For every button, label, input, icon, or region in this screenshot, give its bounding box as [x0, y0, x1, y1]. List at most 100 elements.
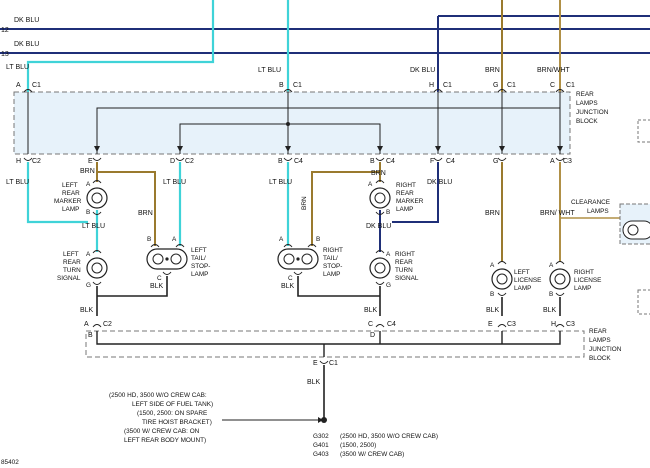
rail-13-label: DK BLU	[14, 41, 39, 48]
lower-junction-label-4: BLOCK	[589, 355, 611, 362]
lower-pin-d: D	[170, 158, 175, 165]
lower-conn-c: C	[368, 321, 373, 328]
ground-note-1: (2500 HD, 3500 W/O CREW CAB:	[109, 392, 207, 399]
right-license-l2: LICENSE	[574, 277, 601, 284]
left-turn-l4: SIGNAL	[57, 275, 81, 282]
right-license-lamp	[549, 261, 571, 296]
lower-pin-e: E	[88, 158, 93, 165]
left-tail-l1: LEFT	[191, 247, 207, 254]
lower-pin-a: A	[550, 158, 555, 165]
lower-connector-hooks	[92, 324, 565, 328]
lower-conn-c3: C3	[563, 158, 572, 165]
label-brn-left-b: BRN	[138, 210, 153, 217]
upper-junction-label-1: REAR	[576, 91, 594, 98]
wire-dkblu-right	[392, 162, 439, 223]
rail-12-label: DK BLU	[14, 17, 39, 24]
right-license-pin-b: B	[549, 291, 553, 298]
label-brn-mid: BRN	[301, 196, 308, 210]
ground-g302: G302	[313, 433, 329, 440]
left-tail-pin-c: C	[157, 275, 162, 282]
ground-note-arrow	[318, 417, 323, 423]
ground-g401-note: (1500, 2500)	[340, 442, 376, 449]
lower-conn-c4: C4	[387, 321, 396, 328]
top-wire-3-color: DK BLU	[410, 67, 435, 74]
lower-junction-block	[85, 330, 585, 358]
left-rear-marker-lamp	[86, 180, 108, 215]
label-ltblu-left-d: LT BLU	[163, 179, 186, 186]
label-ltblu-left-lower: LT BLU	[82, 223, 105, 230]
left-marker-l4: LAMP	[62, 206, 79, 213]
lower-conn-a: A	[84, 321, 89, 328]
top-wire-4-color: BRN	[485, 67, 500, 74]
rail-13-number: 13	[1, 51, 9, 58]
ground-point	[321, 417, 327, 423]
left-turn-pin-a: A	[86, 251, 91, 258]
lower-pin-b-2: B	[370, 158, 375, 165]
wire-brn-mid	[311, 162, 381, 246]
wire-ltblu-feed-a	[26, 0, 215, 92]
right-tail-l3: STOP-	[323, 263, 342, 270]
label-blk-1: BLK	[150, 283, 164, 290]
ground-note-2: LEFT SIDE OF FUEL TANK)	[132, 401, 213, 408]
left-tail-l2: TAIL/	[191, 255, 206, 262]
left-license-l1: LEFT	[514, 269, 530, 276]
ground-note-5: (3500 W/ CREW CAB: ON	[124, 428, 200, 435]
top-wire-1-color: LT BLU	[6, 64, 29, 71]
right-tail-l2: TAIL/	[323, 255, 338, 262]
ground-note-4: TIRE HOIST BRACKET)	[142, 419, 212, 426]
label-dkblu-right-lower: DK BLU	[366, 223, 391, 230]
clearance-l1: CLEARANCE	[571, 199, 610, 206]
lower-conn-h: H	[551, 321, 556, 328]
upper-connector-hooks	[23, 89, 565, 93]
right-tail-pin-a: A	[279, 236, 284, 243]
right-turn-l2: REAR	[395, 259, 413, 266]
ground-note-3: (1500, 2500: ON SPARE	[137, 410, 207, 417]
wire-dkblu-feed	[437, 15, 650, 92]
ground-conn-c1: C1	[329, 360, 338, 367]
right-turn-l3: TURN	[395, 267, 413, 274]
top-wire-3-pin: H	[429, 82, 434, 89]
left-marker-l1: LEFT	[62, 182, 78, 189]
junction-internal-bus	[27, 92, 561, 154]
left-tail-pin-a: A	[172, 236, 177, 243]
left-marker-pin-b: B	[86, 209, 90, 216]
clearance-lamps	[619, 119, 650, 315]
right-rear-turn-signal	[369, 250, 391, 285]
label-ltblu-mid: LT BLU	[269, 179, 292, 186]
right-license-pin-a: A	[549, 262, 554, 269]
left-license-lamp	[491, 261, 513, 296]
lower-conn-b: B	[88, 332, 93, 339]
left-turn-l1: LEFT	[63, 251, 79, 258]
upper-junction-label-2: LAMPS	[576, 100, 598, 107]
left-tail-stop-lamp	[146, 244, 188, 275]
lower-conn-c3-b: C3	[566, 321, 575, 328]
right-tail-pin-b: B	[316, 236, 320, 243]
top-wire-2-conn: C1	[293, 82, 302, 89]
lower-conn-c2-a: C2	[32, 158, 41, 165]
top-wire-5-conn: C1	[566, 82, 575, 89]
lower-pin-b-1: B	[278, 158, 283, 165]
left-turn-l2: REAR	[63, 259, 81, 266]
ground-note-6: LEFT REAR BODY MOUNT)	[124, 437, 206, 444]
top-wire-1-pin: A	[16, 82, 21, 89]
top-wire-2-color: LT BLU	[258, 67, 281, 74]
lower-junction-bus	[96, 331, 561, 357]
top-wire-5-color: BRN/WHT	[537, 67, 570, 74]
lower-junction-label-3: JUNCTION	[589, 346, 622, 353]
top-wire-3-conn: C1	[443, 82, 452, 89]
upper-lower-hooks	[23, 157, 565, 161]
right-rear-marker-lamp	[369, 180, 391, 215]
upper-junction-label-3: JUNCTION	[576, 109, 609, 116]
label-dkblu-right: DK BLU	[427, 179, 452, 186]
right-tail-l4: LAMP	[323, 271, 340, 278]
right-license-l1: RIGHT	[574, 269, 594, 276]
left-tail-pin-b: B	[147, 236, 151, 243]
right-marker-l1: RIGHT	[396, 182, 416, 189]
bus-junction-dot	[286, 122, 290, 126]
right-marker-l3: MARKER	[396, 198, 424, 205]
ground-g403-note: (3500 W/ CREW CAB)	[340, 451, 404, 458]
right-tail-l1: RIGHT	[323, 247, 343, 254]
top-wire-2-pin: B	[279, 82, 284, 89]
right-license-l3: LAMP	[574, 285, 591, 292]
